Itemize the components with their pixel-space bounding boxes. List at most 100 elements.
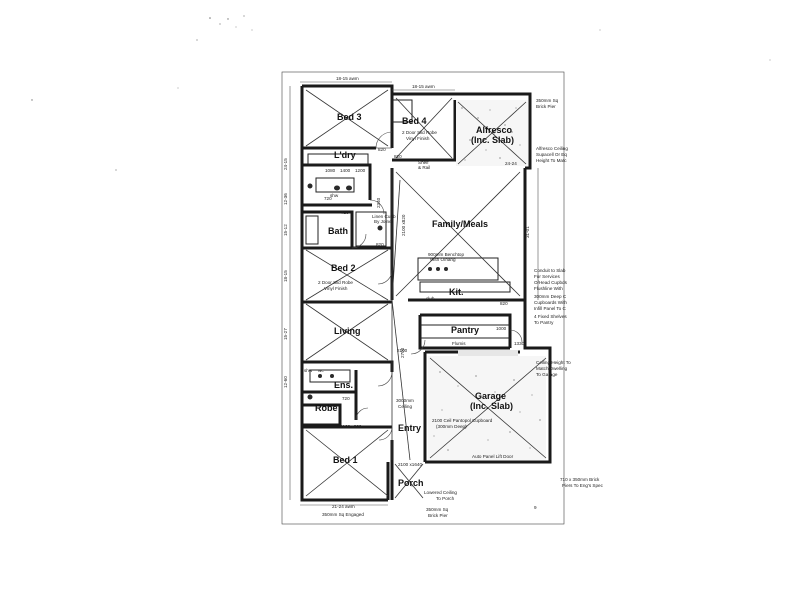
note-cupboard-2: (300mm Deep) <box>436 424 467 429</box>
note-bed4-robe-2: Vinyl Finish <box>406 136 430 141</box>
dim-left-4: 18-15 <box>283 270 288 282</box>
note-ceiling-3000-1: 3000mm <box>396 398 414 403</box>
note-cupboard-1: 2100 Ceil Pantopol Cupboard <box>432 418 493 423</box>
dim-top-left: 18-15 awm <box>336 76 359 81</box>
room-label-alfresco-sub: (Inc. Slab) <box>471 135 514 145</box>
scan-specks <box>31 15 771 171</box>
dim-2340: 2340 <box>376 197 381 208</box>
room-diagonals <box>305 89 521 499</box>
note-porch-ceiling-1: Lowered Ceiling <box>424 490 457 495</box>
dim-2100-robe: 2100 x820 <box>340 424 362 429</box>
dim-1330: 1330 <box>514 341 525 346</box>
note-bed2-robe-1: 2 Door Slid Robe <box>318 280 353 285</box>
note-ohead-2: Flushline With <box>534 286 563 291</box>
note-benchtop-1: 900mm Benchtop <box>428 252 464 257</box>
note-brick-piers-2: Piers To Eng's Spec <box>562 483 604 488</box>
page-mark: 9 <box>534 505 537 510</box>
dim-2100-bath: 2100 x820 <box>401 214 406 236</box>
note-alfresco-ceiling-2: Supacell Or Eq <box>536 152 567 157</box>
dim-24-24: 24-24 <box>505 161 517 166</box>
dim-820-b: 820 <box>394 154 402 159</box>
dim-1200: 1200 <box>355 168 366 173</box>
dim-1080: 1080 <box>325 168 336 173</box>
note-deep-1: 300mm Deep C <box>534 294 567 299</box>
dim-820-c: 820 <box>376 242 384 247</box>
note-linen-2: By Joiner <box>374 219 394 224</box>
note-brick-pier-top-2: Brick Pier <box>536 104 556 109</box>
room-label-pantry: Pantry <box>451 325 479 335</box>
note-benchtop-2: With O/hang <box>430 257 456 262</box>
dim-720-c: 720 <box>342 396 350 401</box>
dim-1400: 1400 <box>340 168 351 173</box>
note-linen-1: Linen Cupb <box>372 214 396 219</box>
note-bed4-robe-1: 2 Door Slid Robe <box>402 130 437 135</box>
room-label-ensuite: Ens. <box>334 380 353 390</box>
room-label-kitchen: Kit. <box>449 287 464 297</box>
note-alfresco-ceiling-1: Alfresco Ceiling <box>536 146 568 151</box>
note-deep-3: Infill Panel To C <box>534 306 567 311</box>
sheet-border <box>281 71 565 525</box>
dim-left-5: 15-27 <box>283 328 288 340</box>
note-shelf: Shelf <box>418 160 429 165</box>
outer-walls <box>300 84 552 502</box>
room-label-bed2: Bed 2 <box>331 263 356 273</box>
note-shelves-2: To Pantry <box>534 320 554 325</box>
label-shower-2: shw <box>304 368 313 373</box>
room-label-bed4: Bed 4 <box>402 116 427 126</box>
note-brick-pier-bottom-1: 350mm Sq <box>426 507 449 512</box>
room-label-family-meals: Family/Meals <box>432 219 488 229</box>
note-porch-ceiling-2: To Porch <box>436 496 455 501</box>
label-flumis: Flumis <box>452 341 466 346</box>
dim-left-3: 15-12 <box>283 224 288 236</box>
room-label-entry: Entry <box>398 423 421 433</box>
note-ceiling-garage-1: Ceiling Height To <box>536 360 571 365</box>
room-label-porch: Porch <box>398 478 424 488</box>
dim-2700: 2700 <box>400 347 405 358</box>
note-ohead-1: O/Head Cupbds <box>534 280 568 285</box>
label-shower-1: shw <box>330 193 339 198</box>
fixtures <box>307 183 448 400</box>
note-alfresco-ceiling-3: Height To Matc <box>536 158 567 163</box>
dim-720-b: 720 <box>324 196 332 201</box>
note-bed2-robe-2: Vinyl Finish <box>324 286 348 291</box>
label-club: club <box>426 296 435 301</box>
dim-1000: 1000 <box>496 326 507 331</box>
dimension-lines <box>289 81 539 506</box>
dim-bottom-1: 21-24 awm <box>332 504 355 509</box>
dim-820-a: 820 <box>378 147 386 152</box>
dim-right-1: 31-01 <box>525 226 530 238</box>
room-label-bed1: Bed 1 <box>333 455 358 465</box>
door-swings <box>351 131 523 441</box>
note-ceiling-garage-2: Match Dwelling <box>536 366 568 371</box>
room-label-laundry: L'dry <box>334 150 356 160</box>
dim-left-1: 24-15 <box>283 158 288 170</box>
note-rail: & Rail <box>418 165 430 170</box>
room-label-living: Living <box>334 326 361 336</box>
slab-hatching <box>399 100 547 487</box>
note-conduit-2: For Services <box>534 274 560 279</box>
note-brick-pier-bottom-2: Brick Pier <box>428 513 448 518</box>
dim-left-6: 12-60 <box>283 376 288 388</box>
dim-720-a: 720 <box>341 210 349 215</box>
note-shelves-1: 4 Fixed Shelves <box>534 314 567 319</box>
room-label-alfresco: Alfresco <box>476 125 513 135</box>
dim-top-mid: 18-15 awm <box>412 84 435 89</box>
dim-left-2: 12-36 <box>283 193 288 205</box>
note-deep-2: Cupboards With <box>534 300 567 305</box>
dim-bottom-2: 350mm Sq Engaged <box>322 512 364 517</box>
room-label-garage: Garage <box>475 391 506 401</box>
note-auto-door: Auto Panel Lift Door <box>472 454 514 459</box>
room-label-bath: Bath <box>328 226 348 236</box>
note-brick-pier-top: 350mm Sq <box>536 98 559 103</box>
dim-820-d: 820 <box>500 301 508 306</box>
dim-2100: 2100 <box>397 348 408 353</box>
room-label-robe: Robe <box>315 403 338 413</box>
room-label-garage-sub: (Inc. Slab) <box>470 401 513 411</box>
note-brick-piers-1: 710 x 350mm Brick <box>560 477 600 482</box>
note-ceiling-3000-2: Ceiling <box>398 404 412 409</box>
note-conduit-1: Conduit to Slab <box>534 268 566 273</box>
cabinetry <box>305 99 518 429</box>
note-ceiling-garage-3: To Garage <box>536 372 558 377</box>
label-wc: wc <box>318 368 324 373</box>
